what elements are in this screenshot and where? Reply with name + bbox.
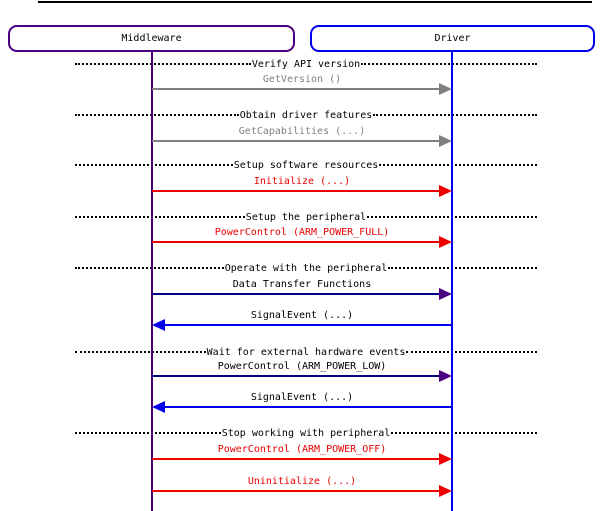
message-label: Data Transfer Functions: [232, 279, 372, 290]
arrowhead-right-icon: [439, 185, 452, 197]
message-getversion: GetVersion (): [152, 73, 452, 97]
message-line: [152, 140, 442, 142]
divider-dash-left: [75, 267, 224, 269]
phase-label: Stop working with peripheral: [221, 427, 391, 439]
divider-dash-left: [75, 351, 206, 353]
message-label: SignalEvent (...): [250, 310, 354, 321]
phase-divider-wait-for-external-hardware-events: Wait for external hardware events: [75, 344, 537, 360]
message-label: SignalEvent (...): [250, 392, 354, 403]
phase-label: Wait for external hardware events: [206, 346, 406, 358]
actor-box-middleware: Middleware: [8, 25, 295, 52]
divider-dash-right: [388, 267, 537, 269]
divider-dash-right: [361, 63, 537, 65]
divider-dash-right: [373, 114, 538, 116]
message-signalevent: SignalEvent (...): [152, 309, 452, 333]
divider-dash-left: [75, 216, 245, 218]
arrowhead-right-icon: [439, 236, 452, 248]
lifeline-driver: [451, 51, 453, 511]
message-label: Uninitialize (...): [247, 476, 357, 487]
message-powercontrol-arm-power-full: PowerControl (ARM_POWER_FULL): [152, 226, 452, 250]
arrowhead-right-icon: [439, 83, 452, 95]
phase-divider-verify-api-version: Verify API version: [75, 56, 537, 72]
message-signalevent: SignalEvent (...): [152, 391, 452, 415]
divider-dash-right: [379, 164, 537, 166]
message-initialize: Initialize (...): [152, 175, 452, 199]
message-line: [152, 375, 442, 377]
phase-label: Setup software resources: [233, 159, 379, 171]
message-label: PowerControl (ARM_POWER_LOW): [217, 361, 387, 372]
message-powercontrol-arm-power-off: PowerControl (ARM_POWER_OFF): [152, 443, 452, 467]
message-line: [152, 241, 442, 243]
arrowhead-right-icon: [439, 370, 452, 382]
message-line: [152, 190, 442, 192]
phase-divider-stop-working-with-peripheral: Stop working with peripheral: [75, 425, 538, 441]
lifeline-middleware: [151, 51, 153, 511]
message-label: GetCapabilities (...): [238, 126, 366, 137]
message-line: [162, 406, 452, 408]
arrowhead-left-icon: [152, 319, 165, 331]
message-line: [152, 293, 442, 295]
message-line: [152, 458, 442, 460]
actor-box-driver: Driver: [310, 25, 595, 52]
divider-dash-left: [75, 63, 251, 65]
message-uninitialize: Uninitialize (...): [152, 475, 452, 499]
arrowhead-right-icon: [439, 485, 452, 497]
divider-dash-left: [75, 432, 221, 434]
message-data-transfer-functions: Data Transfer Functions: [152, 278, 452, 302]
divider-dash-left: [75, 114, 239, 116]
phase-divider-setup-the-peripheral: Setup the peripheral: [75, 209, 538, 225]
message-label: GetVersion (): [262, 74, 342, 85]
arrowhead-right-icon: [439, 135, 452, 147]
phase-label: Operate with the peripheral: [224, 262, 388, 274]
message-label: Initialize (...): [253, 176, 351, 187]
divider-dash-left: [75, 164, 233, 166]
message-powercontrol-arm-power-low: PowerControl (ARM_POWER_LOW): [152, 360, 452, 384]
message-label: PowerControl (ARM_POWER_OFF): [217, 444, 387, 455]
message-line: [152, 88, 442, 90]
phase-divider-setup-software-resources: Setup software resources: [75, 157, 537, 173]
message-line: [162, 324, 452, 326]
arrowhead-right-icon: [439, 288, 452, 300]
message-getcapabilities: GetCapabilities (...): [152, 125, 452, 149]
top-frame-line: [38, 1, 592, 3]
message-line: [152, 490, 442, 492]
phase-label: Setup the peripheral: [245, 211, 367, 223]
arrowhead-left-icon: [152, 401, 165, 413]
phase-label: Verify API version: [251, 58, 361, 70]
divider-dash-right: [406, 351, 537, 353]
message-label: PowerControl (ARM_POWER_FULL): [214, 227, 390, 238]
phase-divider-obtain-driver-features: Obtain driver features: [75, 107, 538, 123]
arrowhead-right-icon: [439, 453, 452, 465]
phase-label: Obtain driver features: [239, 109, 373, 121]
divider-dash-right: [391, 432, 538, 434]
phase-divider-operate-with-the-peripheral: Operate with the peripheral: [75, 260, 537, 276]
